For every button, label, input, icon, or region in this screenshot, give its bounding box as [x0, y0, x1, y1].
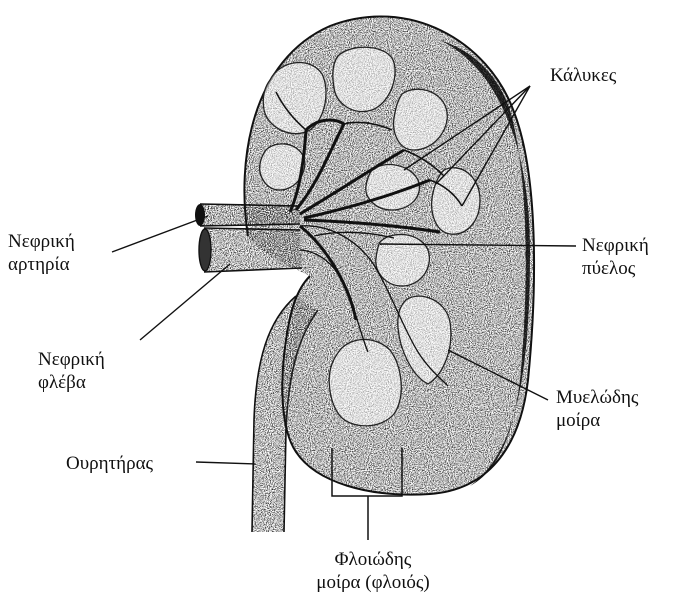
label-renal-artery-line1: Νεφρική [8, 230, 75, 253]
label-renal-artery: Νεφρική αρτηρία [8, 230, 75, 276]
label-renal-vein: Νεφρική φλέβα [38, 348, 105, 394]
label-ureter-text: Ουρητήρας [66, 452, 153, 475]
label-renal-pelvis-line1: Νεφρική [582, 234, 649, 257]
leader-renal-vein [140, 264, 230, 340]
renal-artery [195, 204, 300, 226]
label-renal-pelvis: Νεφρική πύελος [582, 234, 649, 280]
leader-ureter [196, 462, 256, 464]
renal-vein [199, 228, 302, 272]
label-renal-vein-line2: φλέβα [38, 371, 105, 394]
label-cortex: Φλοιώδης μοίρα (φλοιός) [298, 548, 448, 594]
label-renal-artery-line2: αρτηρία [8, 253, 75, 276]
label-cortex-line2: μοίρα (φλοιός) [298, 571, 448, 594]
label-renal-pelvis-line2: πύελος [582, 257, 649, 280]
label-medulla: Μυελώδης μοίρα [556, 386, 638, 432]
label-calyces: Κάλυκες [550, 64, 616, 87]
label-calyces-text: Κάλυκες [550, 64, 616, 87]
label-medulla-line1: Μυελώδης [556, 386, 638, 409]
label-medulla-line2: μοίρα [556, 409, 638, 432]
label-cortex-line1: Φλοιώδης [298, 548, 448, 571]
label-ureter: Ουρητήρας [66, 452, 153, 475]
label-renal-vein-line1: Νεφρική [38, 348, 105, 371]
leader-renal-artery [112, 216, 208, 252]
